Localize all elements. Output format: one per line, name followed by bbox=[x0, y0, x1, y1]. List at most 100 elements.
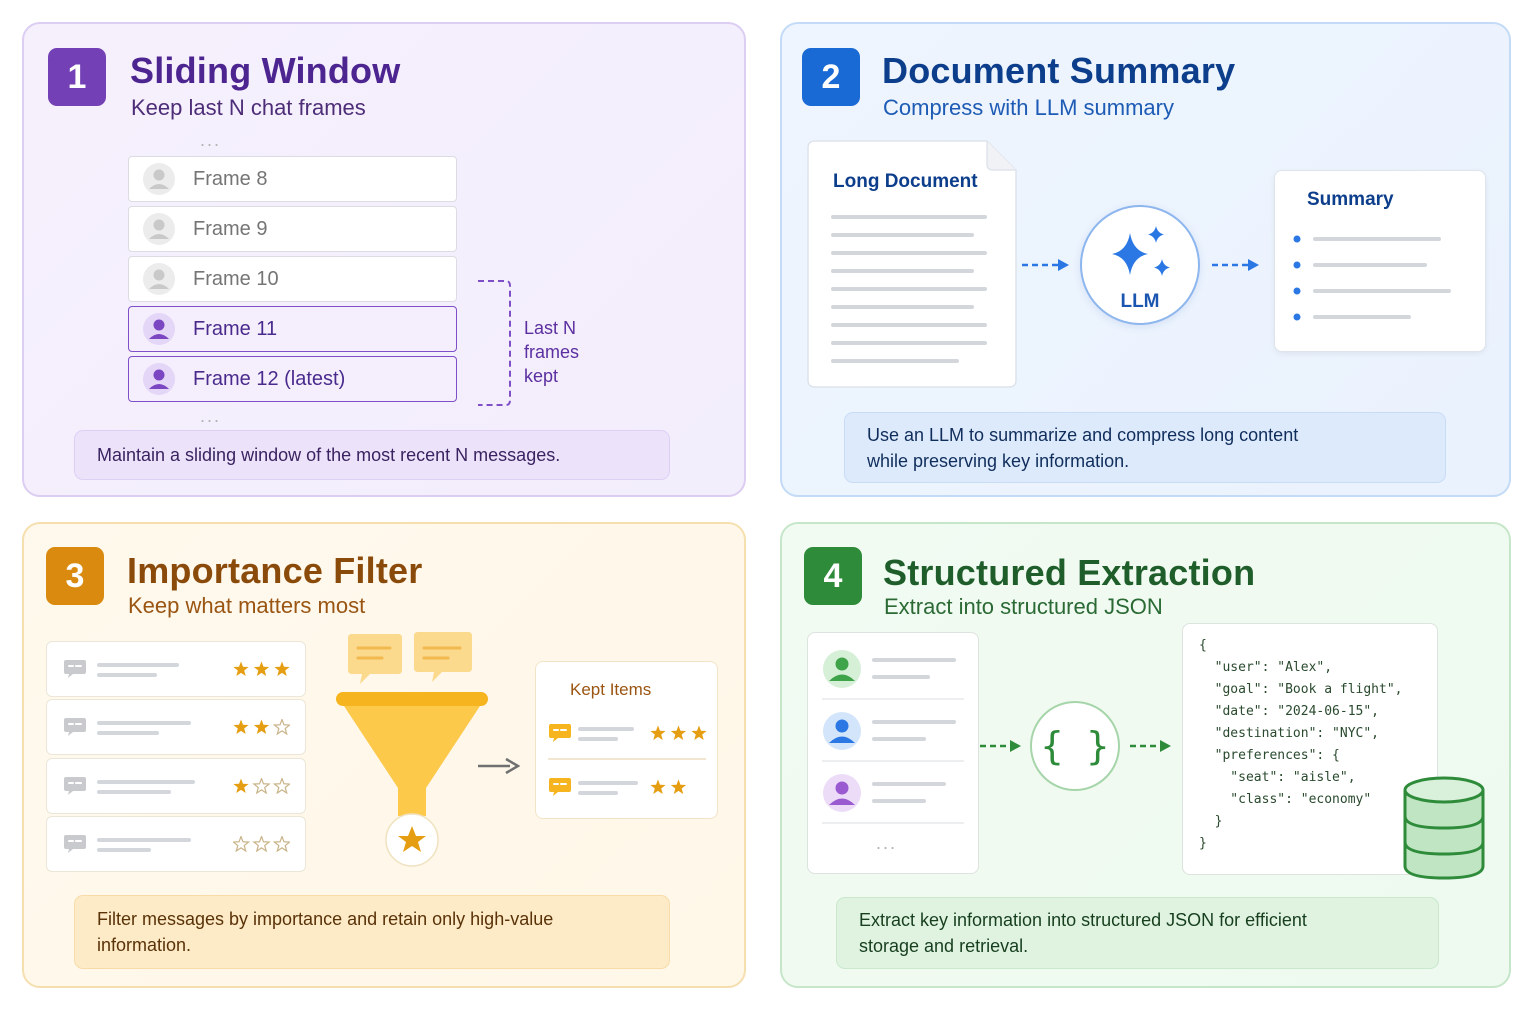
panel-caption: Extract key information into structured … bbox=[836, 897, 1439, 969]
arrow-right-icon bbox=[1130, 740, 1171, 752]
json-line: "user": "Alex", bbox=[1199, 660, 1333, 675]
json-braces-icon: { } bbox=[1030, 701, 1120, 791]
star-filled bbox=[253, 661, 270, 676]
user-messages-card: ... bbox=[807, 632, 979, 874]
bullet-list-icon bbox=[1293, 235, 1451, 321]
star-rating-icon bbox=[233, 719, 290, 735]
star-empty bbox=[272, 836, 290, 852]
star-rating-icon bbox=[650, 779, 687, 794]
star-rating-icon bbox=[650, 725, 707, 740]
panel-number-badge: 2 bbox=[802, 48, 860, 106]
star-empty bbox=[233, 836, 251, 852]
frame-label: Frame 8 bbox=[193, 167, 268, 190]
star-rating-icon bbox=[233, 836, 290, 852]
kept-item-row bbox=[536, 720, 719, 750]
kept-items-card: Kept Items bbox=[535, 661, 718, 819]
chat-message-icon bbox=[64, 660, 86, 678]
sparkle-icon bbox=[1112, 226, 1170, 276]
document-summary-panel: 2 Document Summary Compress with LLM sum… bbox=[780, 22, 1511, 497]
llm-label: LLM bbox=[1120, 291, 1160, 312]
star-filled bbox=[670, 779, 687, 794]
importance-filter-panel: 3 Importance Filter Keep what matters mo… bbox=[22, 522, 746, 988]
star-rating-icon bbox=[233, 661, 290, 676]
star-filled bbox=[233, 661, 249, 676]
message-card bbox=[46, 758, 306, 814]
panel-title: Structured Extraction bbox=[883, 552, 1256, 593]
text-lines-icon bbox=[97, 780, 195, 794]
text-lines-icon bbox=[97, 838, 191, 852]
chat-frame: Frame 8 bbox=[128, 156, 457, 202]
structured-extraction-panel: 4 Structured Extraction Extract into str… bbox=[780, 522, 1511, 988]
panel-number-badge: 4 bbox=[804, 547, 862, 605]
text-lines-icon bbox=[97, 663, 179, 677]
chat-message-icon bbox=[549, 778, 571, 796]
summary-card: Summary bbox=[1274, 170, 1486, 352]
arrow-right-icon bbox=[478, 757, 520, 775]
panel-number-badge: 1 bbox=[48, 48, 106, 106]
ellipsis-bottom: ... bbox=[200, 406, 222, 426]
chat-frame: Frame 10 bbox=[128, 256, 457, 302]
star-filled bbox=[233, 778, 249, 793]
json-line: "date": "2024-06-15", bbox=[1199, 704, 1380, 719]
chat-frame: Frame 9 bbox=[128, 206, 457, 252]
summary-label: Summary bbox=[1307, 189, 1394, 210]
text-lines-icon bbox=[578, 781, 638, 795]
funnel-icon bbox=[336, 692, 488, 867]
panel-subtitle: Keep last N chat frames bbox=[131, 95, 366, 120]
frame-label: Frame 12 (latest) bbox=[193, 367, 346, 390]
kept-item-row bbox=[536, 774, 719, 804]
json-line: "seat": "aisle", bbox=[1199, 770, 1356, 785]
star-rating-icon bbox=[233, 778, 290, 794]
window-bracket-icon bbox=[478, 280, 511, 406]
text-lines-icon bbox=[578, 727, 634, 741]
ellipsis-top: ... bbox=[200, 130, 222, 150]
panel-subtitle: Compress with LLM summary bbox=[883, 95, 1174, 120]
star-empty bbox=[272, 778, 290, 794]
json-output-card: { "user": "Alex", "goal": "Book a flight… bbox=[1182, 623, 1438, 875]
user-avatar-icon bbox=[143, 213, 175, 245]
panel-caption: Maintain a sliding window of the most re… bbox=[74, 430, 670, 480]
user-avatar-icon bbox=[143, 163, 175, 195]
message-card bbox=[46, 816, 306, 872]
user-avatar-icon bbox=[143, 313, 175, 345]
divider bbox=[548, 758, 706, 760]
chat-message-icon bbox=[64, 777, 86, 795]
user-list-icon bbox=[822, 650, 964, 824]
user-avatar-icon bbox=[143, 263, 175, 295]
star-empty bbox=[252, 836, 271, 852]
star-filled bbox=[274, 661, 290, 676]
frame-label: Frame 10 bbox=[193, 267, 279, 290]
json-line: "destination": "NYC", bbox=[1199, 726, 1380, 741]
arrow-right-icon bbox=[980, 740, 1021, 752]
ellipsis: ... bbox=[876, 833, 898, 853]
document-label: Long Document bbox=[833, 171, 978, 192]
json-line: { bbox=[1199, 638, 1207, 653]
user-avatar-icon bbox=[143, 363, 175, 395]
json-line: "goal": "Book a flight", bbox=[1199, 682, 1403, 697]
star-filled bbox=[650, 725, 666, 740]
panel-subtitle: Keep what matters most bbox=[128, 593, 366, 618]
star-filled bbox=[233, 719, 249, 734]
arrow-right-icon bbox=[1022, 259, 1069, 271]
star-empty bbox=[272, 719, 290, 735]
panel-subtitle: Extract into structured JSON bbox=[884, 594, 1163, 619]
chat-message-icon bbox=[64, 835, 86, 853]
panel-title: Importance Filter bbox=[127, 550, 423, 591]
chat-bubbles-icon bbox=[348, 632, 472, 684]
panel-caption: Use an LLM to summarize and compress lon… bbox=[844, 412, 1446, 483]
chat-message-icon bbox=[549, 724, 571, 742]
star-filled bbox=[253, 719, 270, 734]
star-empty bbox=[252, 778, 271, 794]
json-line: } bbox=[1199, 814, 1223, 829]
arrow-right-icon bbox=[1212, 259, 1259, 271]
sliding-window-panel: 1 Sliding Window Keep last N chat frames… bbox=[22, 22, 746, 497]
frame-label: Frame 9 bbox=[193, 217, 268, 240]
text-lines-icon bbox=[97, 721, 191, 735]
chat-message-icon bbox=[64, 718, 86, 736]
star-filled bbox=[670, 725, 687, 740]
star-filled bbox=[650, 779, 666, 794]
bracket-label: Last N frames kept bbox=[524, 318, 580, 386]
panel-caption: Filter messages by importance and retain… bbox=[74, 895, 670, 969]
star-filled bbox=[691, 725, 707, 740]
database-icon bbox=[1403, 776, 1485, 880]
